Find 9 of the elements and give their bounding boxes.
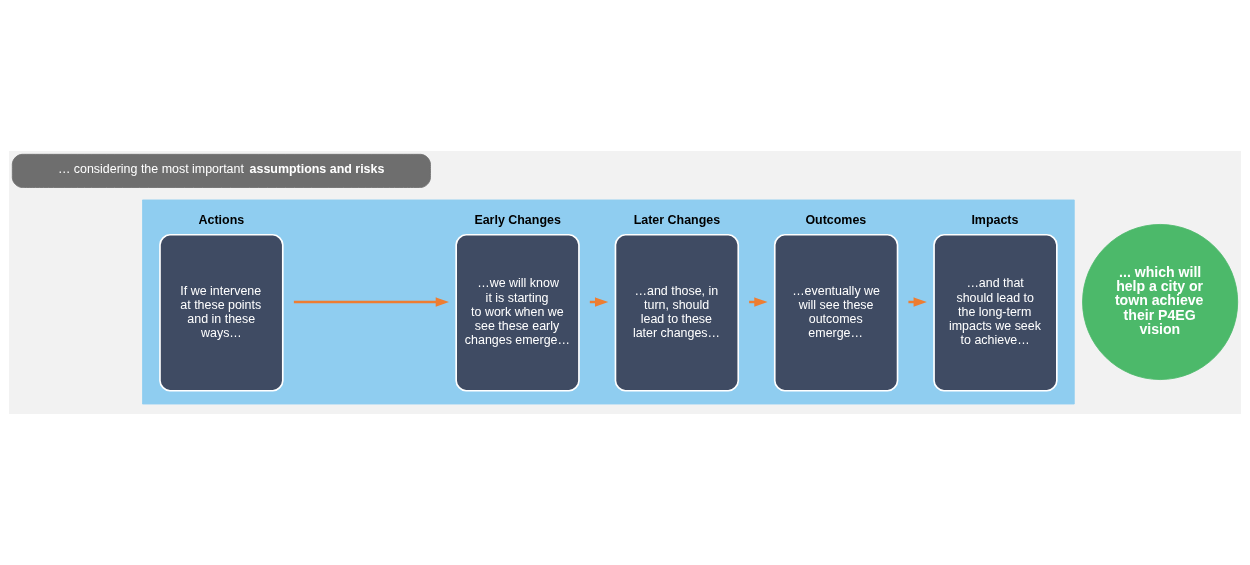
node-label: Early Changes	[474, 213, 561, 228]
node-label: Impacts	[971, 213, 1019, 228]
node-label: Actions	[198, 213, 245, 228]
node-label: Later Changes	[633, 213, 721, 228]
arrow	[293, 297, 449, 307]
node-label: Outcomes	[805, 213, 867, 228]
cluster	[142, 199, 1075, 405]
node-circle: ... which will help a city or town achieve their P4EG vision	[1082, 224, 1239, 380]
node-box: … considering the most important assumptions and risks	[11, 153, 431, 188]
